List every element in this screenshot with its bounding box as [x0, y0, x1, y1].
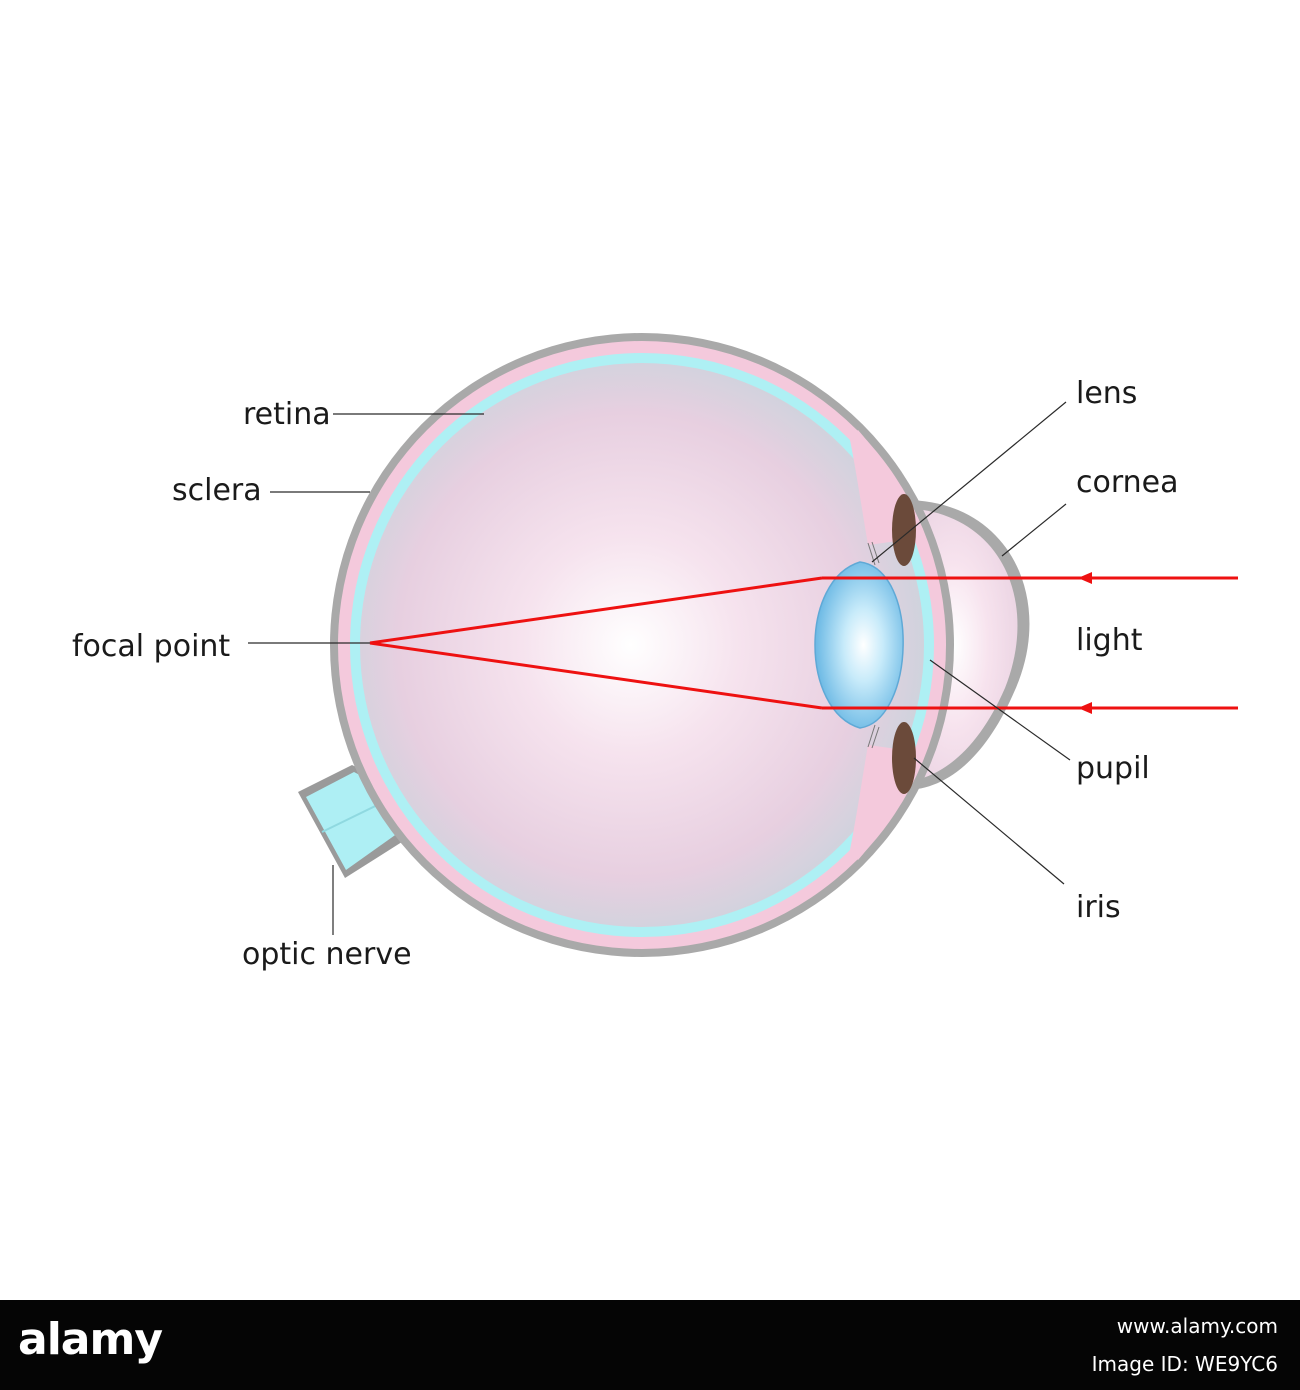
label-focal-point: focal point [72, 629, 230, 664]
footer-url: www.alamy.com [1116, 1314, 1278, 1338]
label-sclera: sclera [172, 473, 262, 508]
label-retina: retina [243, 397, 331, 432]
footer-logo: alamy [18, 1314, 163, 1365]
ciliary-body [850, 430, 905, 860]
leader-iris [913, 757, 1065, 885]
ray-upper-refracted [369, 576, 823, 645]
light-rays [369, 572, 1238, 714]
iris [892, 494, 916, 794]
label-iris: iris [1076, 890, 1121, 925]
leader-lines [248, 401, 1071, 935]
arrow-lower [1078, 702, 1092, 714]
footer-image-id: Image ID: WE9YC6 [1091, 1352, 1278, 1376]
lens [814, 561, 904, 729]
leader-cornea [1001, 503, 1067, 557]
label-pupil: pupil [1076, 751, 1150, 786]
label-light: light [1076, 623, 1143, 658]
iris-lower [892, 722, 916, 794]
ray-lower-refracted [369, 641, 823, 710]
iris-upper [892, 494, 916, 566]
arrow-upper [1078, 572, 1092, 584]
label-lens: lens [1076, 376, 1137, 411]
leader-lens [871, 401, 1067, 563]
footer-bar: alamy www.alamy.com Image ID: WE9YC6 [0, 1300, 1300, 1390]
eye-diagram: retina sclera focal point optic nerve le… [72, 333, 1238, 972]
leader-pupil [929, 659, 1071, 761]
label-cornea: cornea [1076, 465, 1179, 500]
eyeball [330, 333, 954, 957]
labels: retina sclera focal point optic nerve le… [72, 376, 1179, 972]
vitreous-body [360, 363, 924, 927]
label-optic-nerve: optic nerve [242, 937, 412, 972]
